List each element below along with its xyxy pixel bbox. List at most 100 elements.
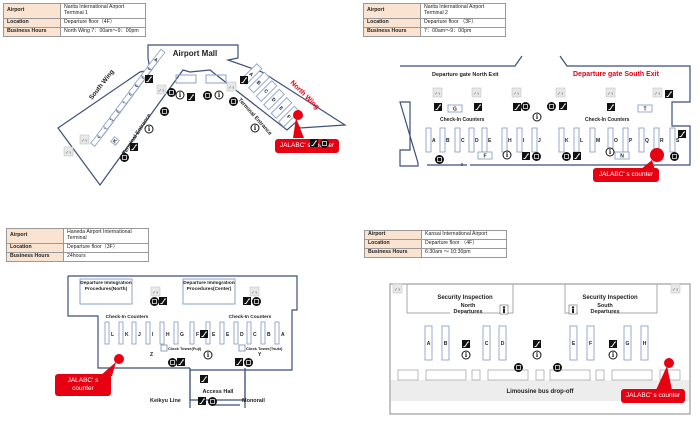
counter-a: A <box>424 325 433 361</box>
svg-text:♂♀: ♂♀ <box>158 88 165 93</box>
restroom-icon: ♂♀ <box>555 87 566 98</box>
clock-tower-tsuki: Clock Tower(Tsuki) <box>246 346 283 351</box>
desk <box>425 369 467 381</box>
restroom-icon: ♂♀ <box>605 87 616 98</box>
svg-text:♂♀: ♂♀ <box>434 91 441 96</box>
value-hours: 24hours <box>63 251 149 262</box>
info-icon: i <box>203 350 213 360</box>
counter-label: D <box>240 332 244 338</box>
counter-f: F <box>278 105 300 128</box>
locker-icon <box>167 88 176 97</box>
counter-label: K <box>565 138 569 144</box>
desk <box>611 369 653 381</box>
restroom-icon: ♂♀ <box>392 283 403 294</box>
checkin-label-center: Check-In Counters <box>229 314 272 320</box>
counter-d: D <box>263 88 285 111</box>
svg-text:♂♀: ♂♀ <box>513 91 520 96</box>
escalator-icon <box>159 297 167 305</box>
counter-b: B <box>248 71 270 94</box>
counter-b: B <box>441 325 450 361</box>
counter-label: H <box>166 332 170 338</box>
counter-label: H <box>643 341 647 347</box>
svg-text:i: i <box>254 125 257 132</box>
counter-a <box>274 321 280 345</box>
counter-label: I <box>103 125 108 131</box>
jal-counter-callout: JALABC' s counter <box>55 374 111 397</box>
callout-pointer <box>640 160 655 170</box>
value-hours: 7：00am～9：00pm <box>420 26 506 37</box>
desk <box>549 369 591 381</box>
counter-e <box>219 321 225 345</box>
svg-text:♂♀: ♂♀ <box>607 91 614 96</box>
counter-label: H <box>508 138 512 144</box>
desk <box>487 369 529 381</box>
counter-label: L <box>111 332 114 338</box>
label-airport: Airport <box>363 3 421 19</box>
locker-icon <box>120 153 129 162</box>
counter-d <box>233 321 239 345</box>
access-hall-label: Access Hall <box>203 389 234 395</box>
clock-tower-fuji: Clock Tower(Fuji) <box>168 346 202 351</box>
mall-label: Airport Mall <box>173 49 217 58</box>
counter-k: K <box>110 136 120 146</box>
callout-pointer <box>656 366 672 390</box>
counter-l <box>104 321 110 345</box>
locker-icon <box>547 102 556 111</box>
counter-label: L <box>580 138 583 144</box>
access-hall-outline <box>189 368 246 401</box>
counter-label: F <box>196 332 199 338</box>
counter-b <box>439 127 446 153</box>
counter-label: A <box>152 57 159 64</box>
counter-label: B <box>146 65 153 72</box>
svg-text:♂♀: ♂♀ <box>251 290 258 295</box>
counter-d <box>468 127 475 153</box>
label-airport: Airport <box>3 3 61 19</box>
counter-label: C <box>140 74 147 81</box>
restroom-icon: ♂♀ <box>471 87 482 98</box>
counter-label: H <box>108 116 115 123</box>
desk <box>535 369 545 381</box>
counter-label: G <box>114 108 121 115</box>
counter-c <box>454 127 461 153</box>
counter-label: C <box>253 332 257 338</box>
escalator-icon <box>573 152 581 160</box>
counter-location-marker <box>114 354 124 364</box>
info-icon: i <box>175 90 185 100</box>
counter-label: S <box>676 138 680 144</box>
escalator-icon <box>130 143 138 151</box>
counter-label: J <box>96 134 102 141</box>
terminal-outline <box>57 44 347 187</box>
counter-label: F <box>121 99 127 106</box>
counter-i <box>516 127 523 153</box>
mall-shop <box>175 74 197 84</box>
counter-label: D <box>475 138 479 144</box>
counter-label: E <box>212 332 216 338</box>
locker-icon <box>670 152 679 161</box>
restroom-icon: ♂♀ <box>63 146 74 157</box>
restroom-icon: ♂♀ <box>670 283 681 294</box>
counter-m <box>589 127 596 153</box>
counter-label: B <box>255 80 262 87</box>
keikyu-label: Keikyu Line <box>150 398 181 404</box>
svg-text:i: i <box>179 92 182 99</box>
counter-d: D <box>498 325 507 361</box>
counter-label: E <box>572 341 576 347</box>
north-exit-label: Departure gate North Exit <box>432 72 499 78</box>
escalator-icon <box>462 340 470 348</box>
counter-label: D <box>501 341 505 347</box>
svg-text:♂♀: ♂♀ <box>65 150 72 155</box>
immigration-north-label: Departure Immigration Procedures(North) <box>80 281 132 292</box>
counter-label: E <box>226 332 230 338</box>
counter-label: F <box>483 154 486 160</box>
svg-text:i: i <box>218 92 221 99</box>
counter-s <box>669 127 676 153</box>
escalator-icon <box>522 152 530 160</box>
checkin-label-north: Check-In Counters <box>106 314 149 320</box>
restroom-icon: ♂♀ <box>150 286 161 297</box>
restroom-icon: ♂♀ <box>156 84 167 95</box>
